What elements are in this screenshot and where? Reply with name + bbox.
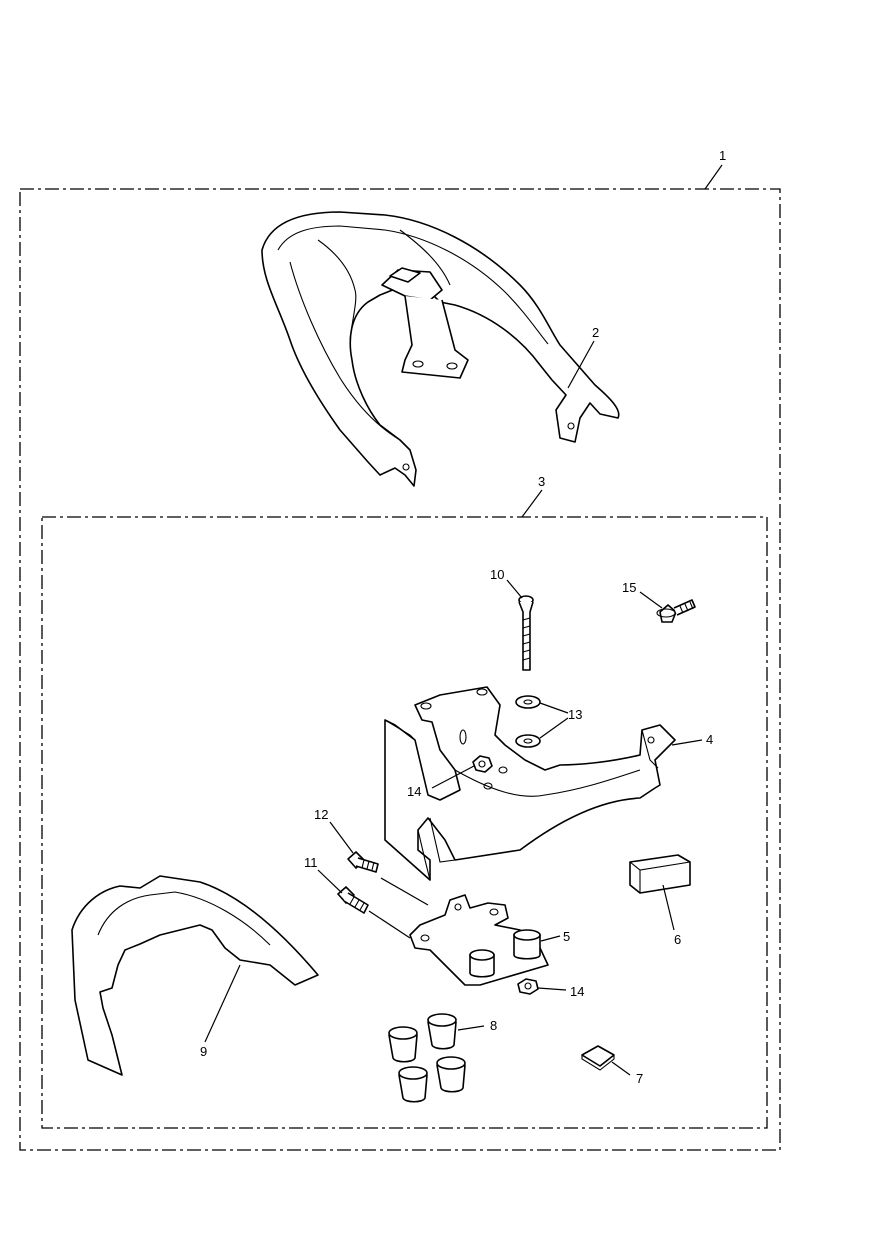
callout-2: 2 xyxy=(592,325,599,340)
flange-bolt xyxy=(656,599,696,623)
callout-6: 6 xyxy=(674,932,681,947)
callout-12: 12 xyxy=(314,807,328,822)
callout-14b: 14 xyxy=(570,984,584,999)
kit-boundary-outer xyxy=(19,188,781,1151)
mounting-bracket xyxy=(384,686,676,881)
rack-frame xyxy=(261,211,620,487)
adaptor-plate xyxy=(409,894,549,986)
kit-boundary-inner xyxy=(41,516,768,1129)
callout-14a: 14 xyxy=(407,784,421,799)
bolts xyxy=(337,851,379,914)
callout-15: 15 xyxy=(622,580,636,595)
mudguard-cover xyxy=(71,875,319,1076)
callout-8: 8 xyxy=(490,1018,497,1033)
washers xyxy=(515,695,541,748)
callout-13: 13 xyxy=(568,707,582,722)
callout-5: 5 xyxy=(563,929,570,944)
callout-4: 4 xyxy=(706,732,713,747)
small-pad xyxy=(581,1045,615,1071)
callout-7: 7 xyxy=(636,1071,643,1086)
countersunk-screw xyxy=(518,595,534,671)
callout-11: 11 xyxy=(304,855,318,870)
callout-10: 10 xyxy=(490,567,504,582)
callout-1: 1 xyxy=(719,148,726,163)
leader-lines xyxy=(204,164,723,1076)
rubber-block xyxy=(629,854,691,894)
nyloc-nuts xyxy=(472,755,539,995)
callout-9: 9 xyxy=(200,1044,207,1059)
spacers xyxy=(388,1013,466,1103)
callout-3: 3 xyxy=(538,474,545,489)
